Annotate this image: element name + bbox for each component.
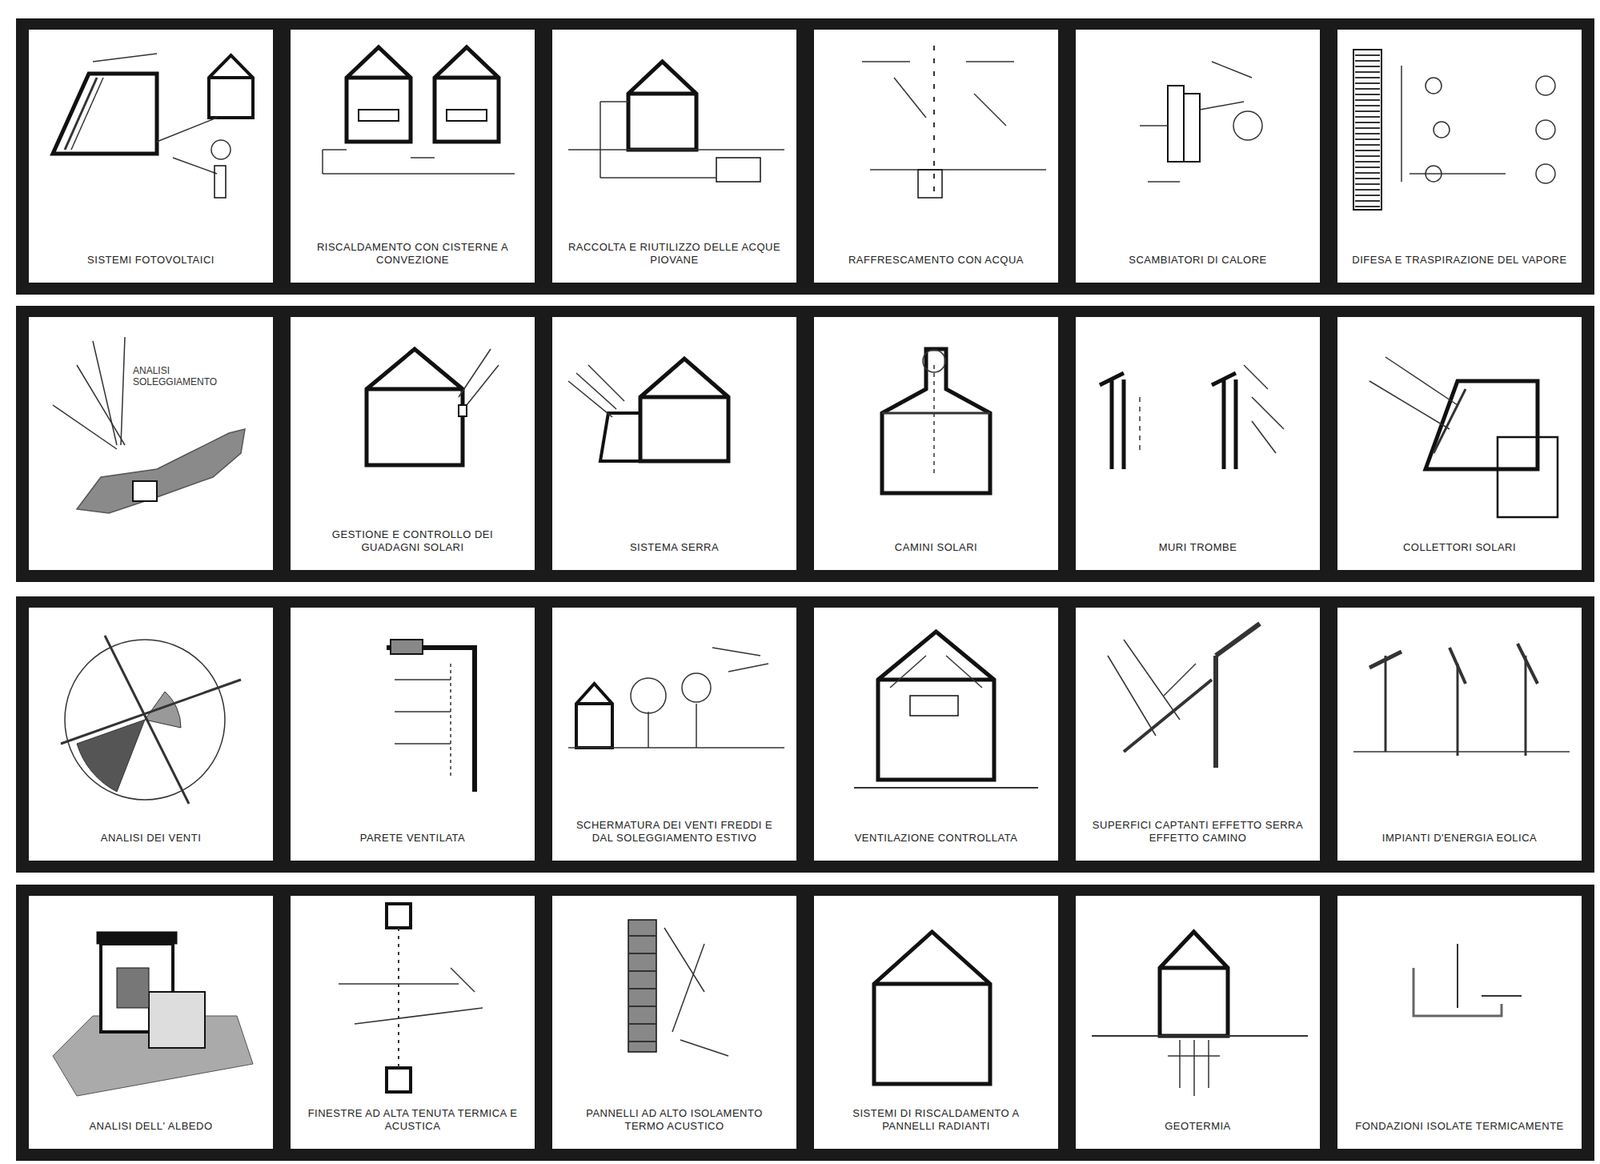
icon-panel: SCHERMATURA DEI VENTI FREDDI E DAL SOLEG… [552,607,797,861]
icon-panel: CAMINI SOLARI [814,316,1059,570]
panel-caption: MURI TROMBE [1088,541,1308,554]
icon-panel: SISTEMI DI RISCALDAMENTO A PANNELLI RADI… [814,895,1059,1149]
icon-panel: ANALISI SOLEGGIAMENTO [28,316,273,570]
panel-caption: DIFESA E TRASPIRAZIONE DEL VAPORE [1350,253,1569,267]
icon-panel: IMPIANTI D'ENERGIA EOLICA [1337,607,1582,861]
icon-panel: ANALISI DEI VENTI [28,607,273,861]
panel-caption: RACCOLTA E RIUTILIZZO DELLE ACQUE PIOVAN… [565,240,784,268]
panel-caption: COLLETTORI SOLARI [1350,541,1569,554]
panel-caption: GEOTERMIA [1088,1119,1308,1133]
panel-caption: SISTEMI FOTOVOLTAICI [41,253,261,267]
panel-caption: ANALISI DELL' ALBEDO [41,1119,261,1133]
icon-panel: SUPERFICI CAPTANTI EFFETTO SERRA EFFETTO… [1075,607,1320,861]
icon-panel: DIFESA E TRASPIRAZIONE DEL VAPORE [1337,29,1582,283]
icon-panel: GESTIONE E CONTROLLO DEI GUADAGNI SOLARI [290,316,535,570]
icon-panel: PANNELLI AD ALTO ISOLAMENTO TERMO ACUSTI… [552,895,797,1149]
icon-panel: ANALISI DELL' ALBEDO [28,895,273,1149]
panel-note: ANALISI SOLEGGIAMENTO [132,364,229,389]
icon-panel: SISTEMA SERRA [552,316,797,570]
icon-panel: GEOTERMIA [1075,895,1320,1149]
icon-panel: VENTILAZIONE CONTROLLATA [814,607,1059,861]
panel-caption: ANALISI DEI VENTI [41,831,261,845]
icon-panel: FONDAZIONI ISOLATE TERMICAMENTE [1337,895,1582,1149]
icon-panel: PARETE VENTILATA [290,607,535,861]
panel-caption: SCHERMATURA DEI VENTI FREDDI E DAL SOLEG… [565,818,784,846]
icon-panel: RISCALDAMENTO CON CISTERNE A CONVEZIONE [290,29,535,283]
icon-panel: RAFFRESCAMENTO CON ACQUA [814,29,1059,283]
icon-panel: COLLETTORI SOLARI [1337,316,1582,570]
icon-panel: RACCOLTA E RIUTILIZZO DELLE ACQUE PIOVAN… [552,29,797,283]
panel-caption: SUPERFICI CAPTANTI EFFETTO SERRA EFFETTO… [1088,818,1308,846]
panel-caption: PARETE VENTILATA [303,831,522,845]
panel-caption: VENTILAZIONE CONTROLLATA [826,831,1046,845]
panel-caption: SCAMBIATORI DI CALORE [1088,253,1308,267]
panel-caption: PANNELLI AD ALTO ISOLAMENTO TERMO ACUSTI… [565,1106,784,1134]
icon-panel: SCAMBIATORI DI CALORE [1075,29,1320,283]
panel-caption: RISCALDAMENTO CON CISTERNE A CONVEZIONE [303,240,522,268]
icon-panel: SISTEMI FOTOVOLTAICI [28,29,273,283]
icon-panel: FINESTRE AD ALTA TENUTA TERMICA E ACUSTI… [290,895,535,1149]
panel-caption: GESTIONE E CONTROLLO DEI GUADAGNI SOLARI [303,528,522,555]
panel-caption: CAMINI SOLARI [826,541,1046,554]
panel-caption: SISTEMA SERRA [565,541,784,554]
icon-panel: MURI TROMBE [1075,316,1320,570]
panel-caption: SISTEMI DI RISCALDAMENTO A PANNELLI RADI… [826,1106,1046,1134]
panel-caption: FINESTRE AD ALTA TENUTA TERMICA E ACUSTI… [303,1106,522,1134]
panel-caption: FONDAZIONI ISOLATE TERMICAMENTE [1350,1119,1569,1133]
panel-caption: RAFFRESCAMENTO CON ACQUA [826,253,1046,267]
panel-caption: IMPIANTI D'ENERGIA EOLICA [1350,831,1569,845]
